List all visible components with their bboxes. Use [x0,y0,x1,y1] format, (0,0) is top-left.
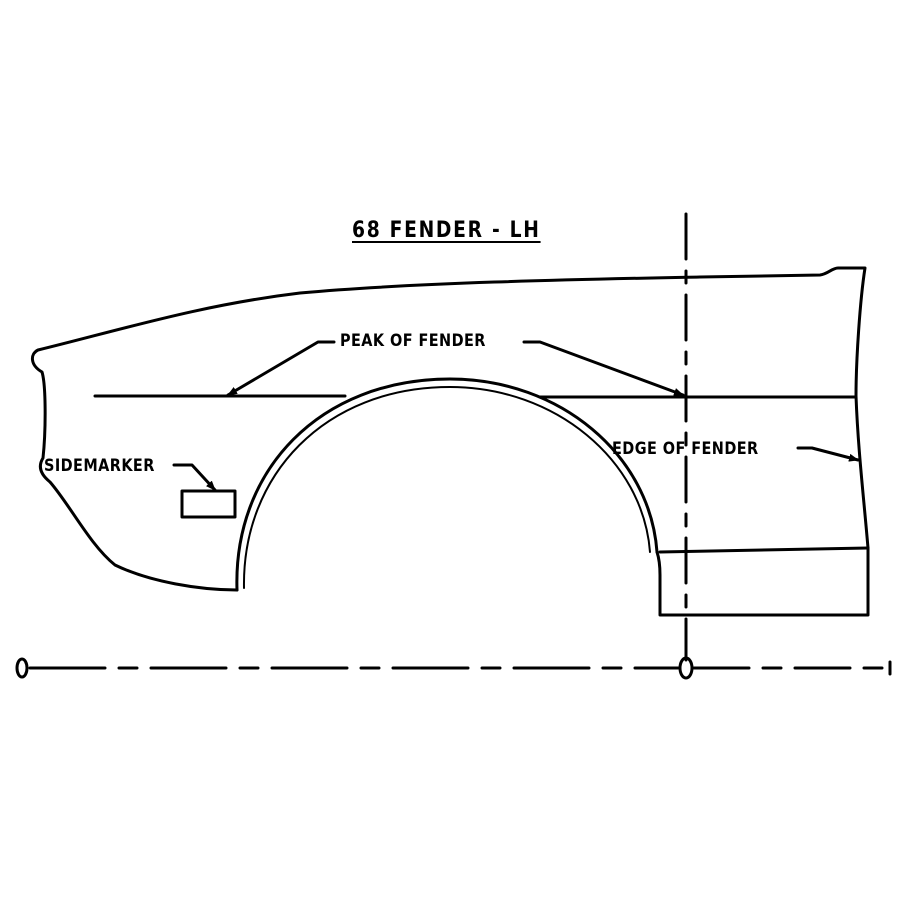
fender-outline [31,266,870,617]
sidemarker-leader [172,463,217,492]
wheel-arch-outer [235,377,659,592]
sidemarker-label: SIDEMARKER [44,456,155,476]
diagram-title: 68 FENDER - LH [352,218,541,243]
wheel-arch-inner [242,386,651,589]
peak-of-fender-label: PEAK OF FENDER [340,331,486,351]
lower-panel-line [658,546,870,554]
datum-circle-left [15,657,29,679]
sidemarker-rect [180,489,237,519]
peak-leader-right [522,340,685,397]
edge-of-fender-label: EDGE OF FENDER [612,439,759,459]
datum-circle-center [678,656,694,680]
peak-leader-left [226,340,336,397]
edge-leader [796,446,860,462]
